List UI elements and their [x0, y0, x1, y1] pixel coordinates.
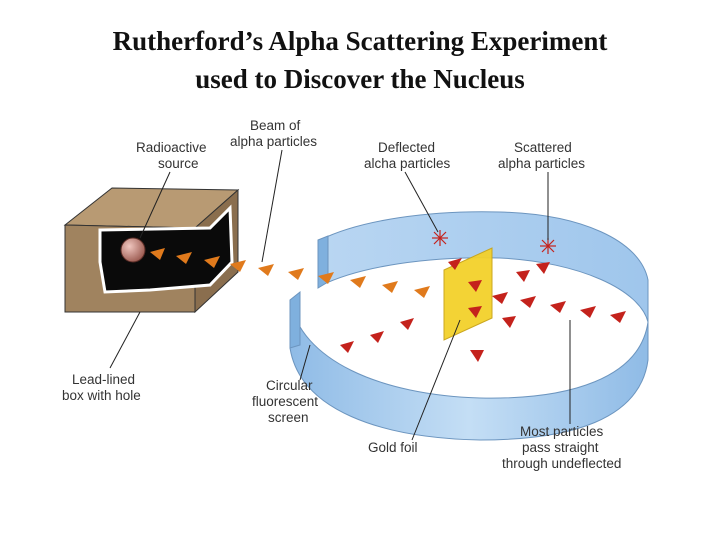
- label-gold-foil: Gold foil: [368, 440, 418, 455]
- deflected-particle: [536, 262, 550, 274]
- leader-screen: [299, 344, 311, 381]
- deflected-particle: [370, 331, 384, 343]
- box-cavity: [98, 204, 234, 294]
- undeflected-particles: [492, 292, 626, 323]
- label-screen: Circular fluorescent screen: [252, 378, 322, 425]
- beam-particle: [288, 268, 304, 280]
- beam-particle: [230, 260, 246, 272]
- screen-gap-edge: [289, 290, 301, 349]
- deflected-particle: [516, 270, 530, 282]
- undeflected-particle: [610, 311, 626, 323]
- deflected-particle: [470, 350, 484, 362]
- label-most-particles: Most particles pass straight through und…: [502, 424, 621, 471]
- undeflected-particle: [492, 292, 508, 304]
- beam-particle: [318, 272, 334, 284]
- beam-particle: [350, 276, 366, 288]
- label-scattered: Scattered alpha particles: [498, 140, 585, 171]
- page-title: Rutherford’s Alpha Scattering Experiment…: [0, 22, 720, 98]
- deflected-particle: [448, 258, 462, 270]
- deflected-particle: [468, 306, 482, 318]
- leader-deflected: [404, 171, 439, 233]
- beam-particle: [414, 286, 430, 298]
- beam-particle: [204, 256, 220, 268]
- leader-lead-box: [109, 311, 141, 369]
- deflected-particles: [340, 258, 550, 362]
- beam-particle: [382, 281, 398, 293]
- undeflected-particle: [580, 306, 596, 318]
- leader-beam: [261, 149, 283, 263]
- radioactive-source-ball: [120, 237, 146, 263]
- title-line-1: Rutherford’s Alpha Scattering Experiment: [112, 26, 608, 56]
- flash-scattered: [540, 238, 556, 254]
- label-radioactive-source: Radioactive source: [136, 140, 210, 171]
- deflected-particle: [468, 280, 482, 292]
- beam-particle: [150, 248, 165, 260]
- deflected-particle: [400, 318, 414, 330]
- leader-radioactive-source: [139, 171, 171, 239]
- label-lead-box: Lead-lined box with hole: [62, 372, 141, 403]
- leader-gold-foil: [411, 319, 461, 441]
- title-line-2: used to Discover the Nucleus: [195, 64, 525, 94]
- lead-lined-box: [63, 187, 240, 314]
- label-beam: Beam of alpha particles: [230, 118, 317, 149]
- flash-deflected: [432, 230, 448, 246]
- scintillation-flashes: [432, 230, 556, 254]
- label-deflected: Deflected alcha particles: [364, 140, 451, 171]
- screen-front-wall: [289, 299, 649, 441]
- leader-lines: [109, 149, 571, 441]
- beam-particle: [176, 252, 192, 264]
- gold-foil: [443, 247, 493, 341]
- deflected-particle: [340, 341, 354, 353]
- undeflected-particle: [550, 301, 566, 313]
- alpha-beam: [150, 248, 430, 298]
- beam-particle: [258, 264, 274, 276]
- undeflected-particle: [520, 296, 536, 308]
- deflected-particle: [502, 316, 516, 328]
